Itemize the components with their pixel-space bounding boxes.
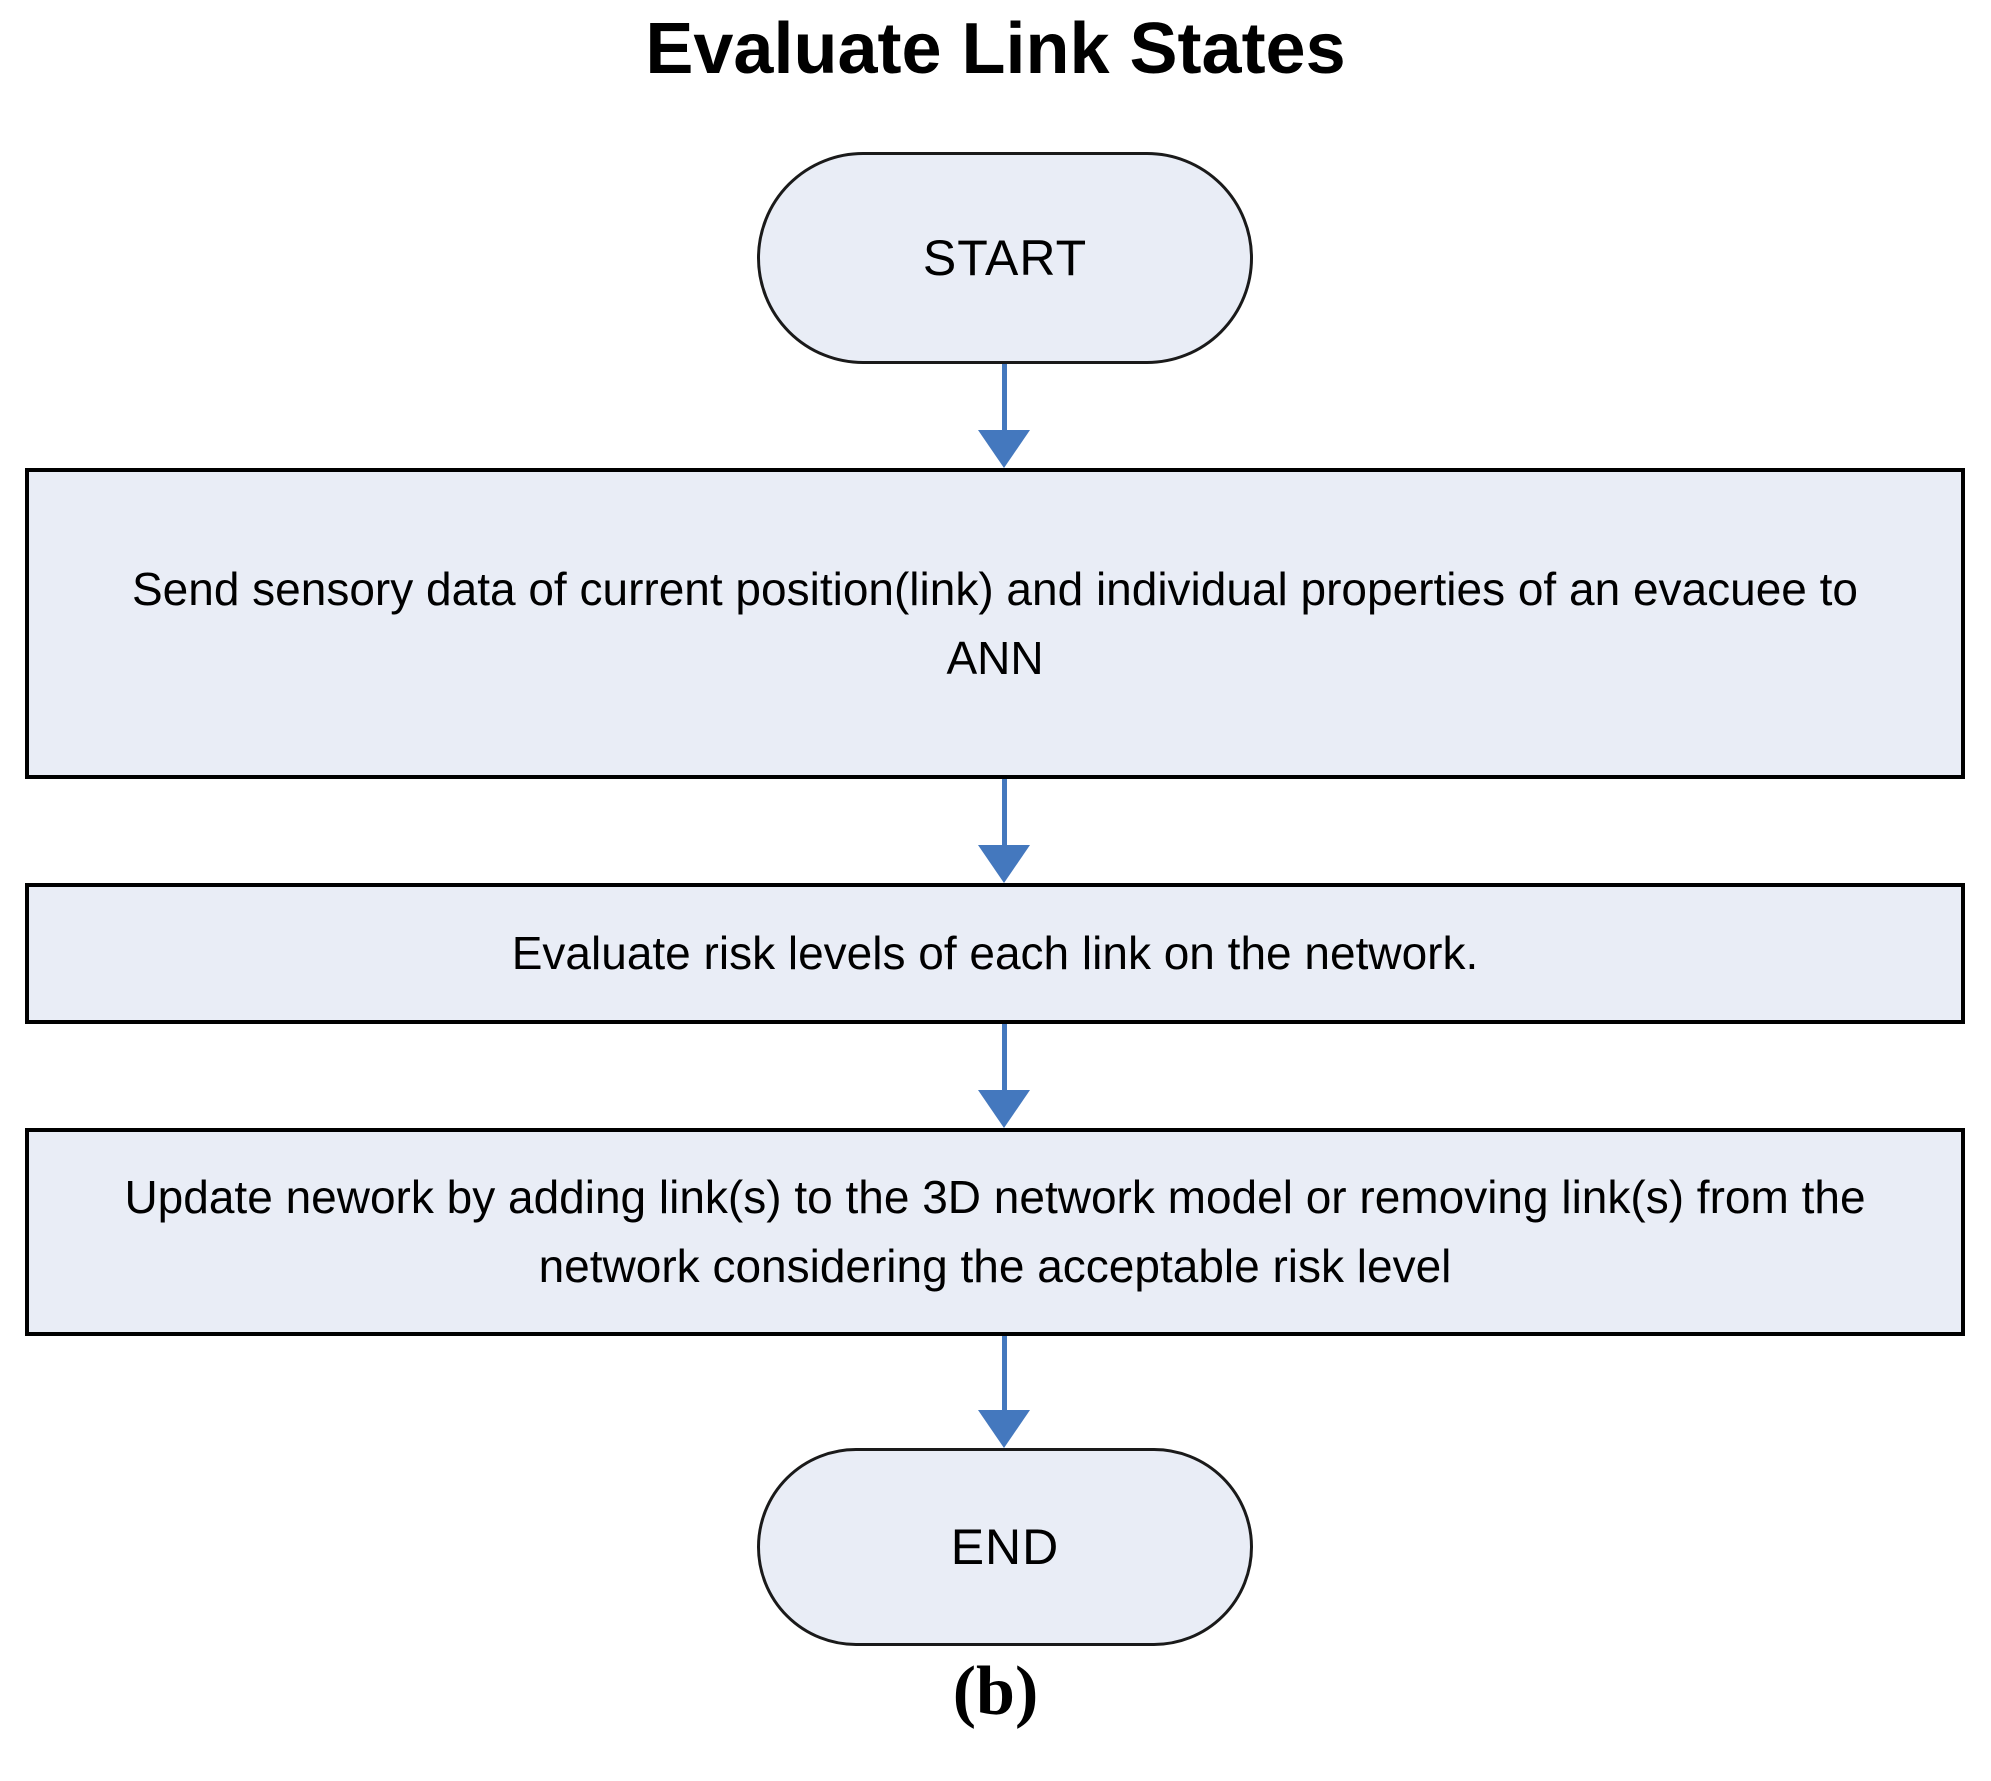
process-step-label: Update nework by adding link(s) to the 3… <box>124 1171 1866 1292</box>
arrow-down-icon <box>978 1410 1030 1448</box>
arrow-down-icon <box>978 845 1030 883</box>
flow-arrow-step2-to-step3 <box>978 1024 1030 1128</box>
process-step-label: Send sensory data of current position(li… <box>131 562 1859 684</box>
start-node: START <box>757 152 1253 364</box>
start-node-label: START <box>922 230 1088 286</box>
arrow-stem <box>1001 1024 1007 1090</box>
arrow-down-icon <box>978 430 1030 468</box>
arrow-stem <box>1001 364 1007 430</box>
flow-arrow-step1-to-step2 <box>978 779 1030 883</box>
figure-caption: (b) <box>952 1653 1039 1730</box>
process-step-evaluate-risk: Evaluate risk levels of each link on the… <box>25 883 1965 1024</box>
flow-arrow-step3-to-end <box>978 1336 1030 1448</box>
diagram-title: Evaluate Link States <box>645 9 1346 89</box>
end-node-label: END <box>950 1519 1060 1575</box>
arrow-stem <box>1001 1336 1007 1410</box>
process-step-label: Evaluate risk levels of each link on the… <box>511 927 1479 979</box>
process-step-send-sensory-data: Send sensory data of current position(li… <box>25 468 1965 779</box>
arrow-stem <box>1001 779 1007 845</box>
arrow-down-icon <box>978 1090 1030 1128</box>
end-node: END <box>757 1448 1253 1646</box>
flow-arrow-start-to-step1 <box>978 364 1030 468</box>
process-step-update-network: Update nework by adding link(s) to the 3… <box>25 1128 1965 1336</box>
